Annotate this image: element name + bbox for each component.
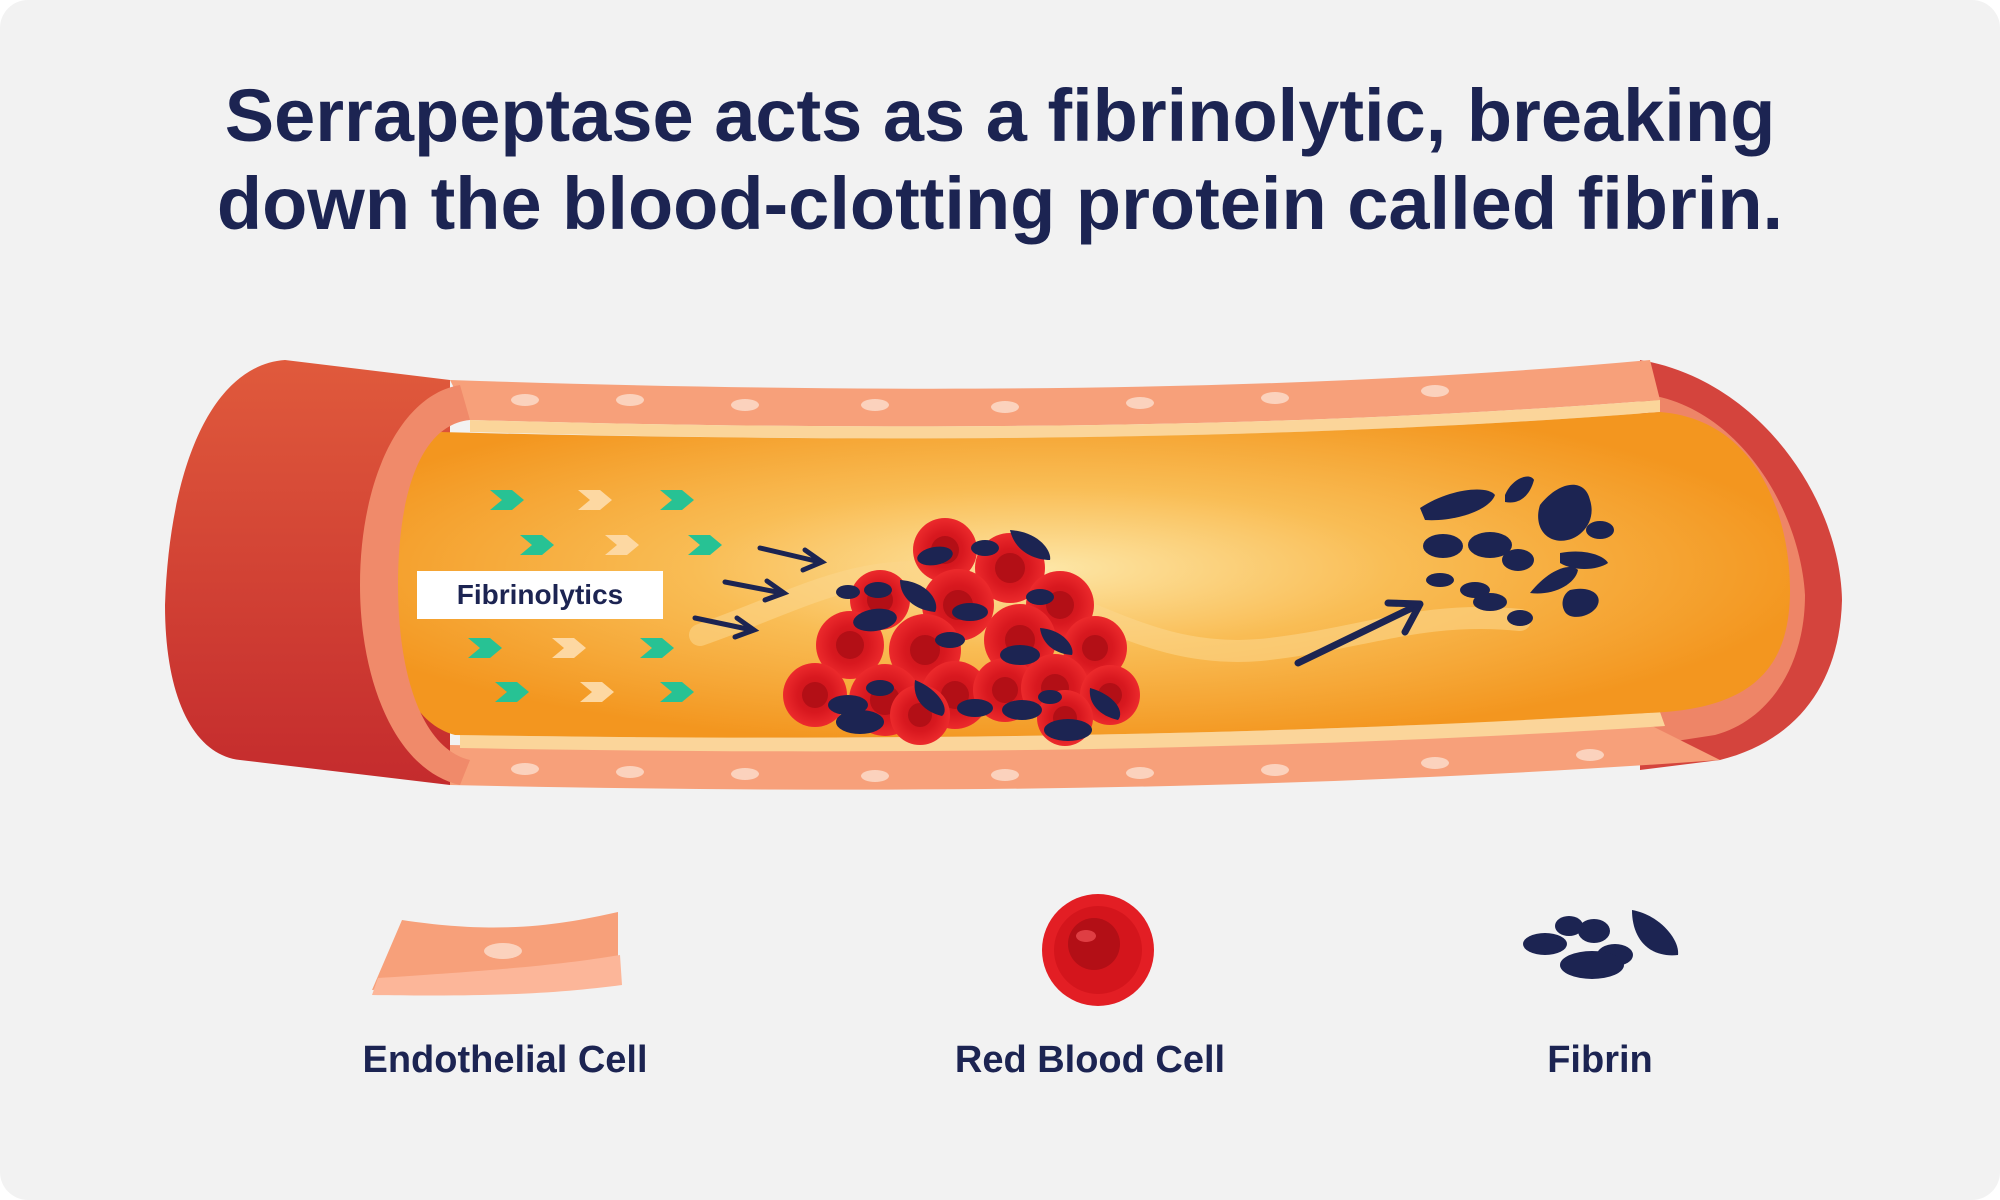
title-line-2: down the blood-clotting protein called f… [216,162,1784,245]
clot-fibrin-strands [828,530,1121,741]
red-blood-cell-icon [1042,894,1154,1006]
blood-clot [783,518,1140,746]
breakdown-arrow [1294,599,1424,667]
arrows-into-clot [692,545,828,640]
legend-label-fibrin: Fibrin [1547,1039,1653,1081]
legend-label-red-blood-cell: Red Blood Cell [954,1039,1226,1081]
title-line-1: Serrapeptase acts as a fibrinolytic, bre… [224,74,1776,157]
fibrin-icon [1523,910,1679,979]
vessel-tube [165,360,1842,790]
endothelial-cell-icon [372,912,622,996]
flow-chevrons [468,490,722,702]
legend-label-endothelial-cell: Endothelial Cell [362,1039,648,1081]
page-title: Serrapeptase acts as a fibrinolytic, bre… [0,72,2000,248]
dissolved-fibrin [1420,476,1614,626]
clot-red-blood-cells [783,518,1140,746]
fibrinolytics-label: Fibrinolytics [417,571,663,619]
